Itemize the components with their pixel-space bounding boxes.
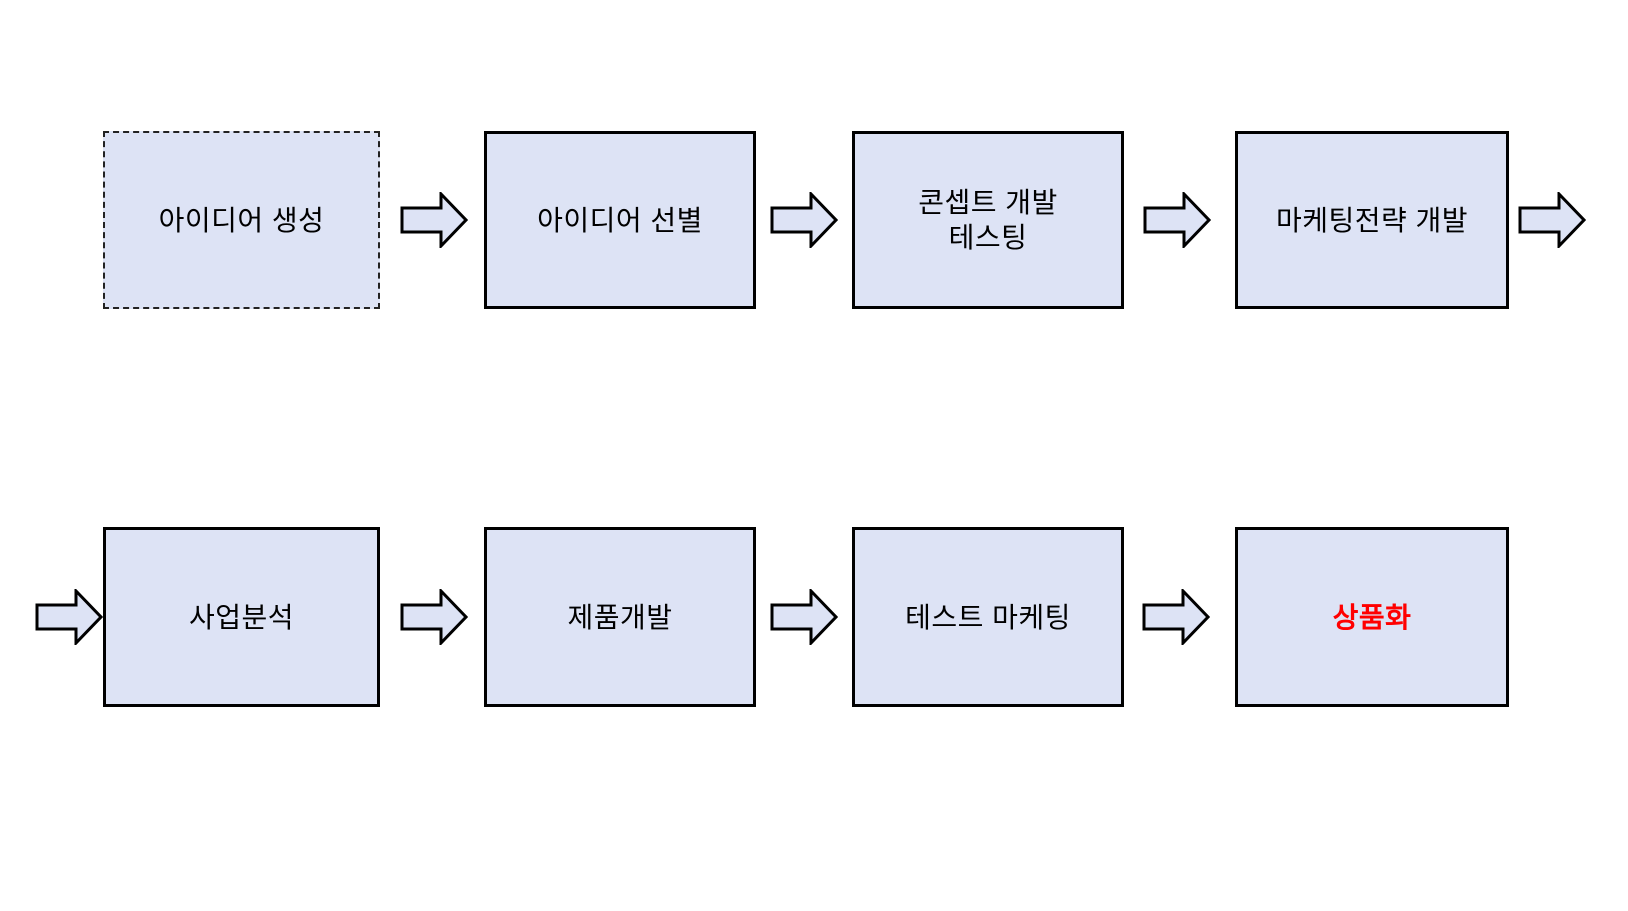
flow-arrow-1-to-2 bbox=[400, 192, 468, 248]
stage-box-product-development: 제품개발 bbox=[484, 527, 756, 707]
flow-arrow-row2-entry bbox=[35, 589, 103, 645]
flow-arrow-6-to-7 bbox=[770, 589, 838, 645]
stage-label-concept-development-testing: 콘셉트 개발 테스팅 bbox=[918, 187, 1058, 253]
stage-box-commercialization: 상품화 bbox=[1235, 527, 1509, 707]
stage-label-product-development: 제품개발 bbox=[567, 601, 673, 633]
flow-arrow-5-to-6 bbox=[400, 589, 468, 645]
stage-label-marketing-strategy-development: 마케팅전략 개발 bbox=[1275, 204, 1469, 236]
flow-arrow-row1-exit bbox=[1518, 192, 1586, 248]
stage-label-test-marketing: 테스트 마케팅 bbox=[905, 601, 1071, 633]
stage-box-concept-development-testing: 콘셉트 개발 테스팅 bbox=[852, 131, 1124, 309]
stage-label-idea-generation: 아이디어 생성 bbox=[158, 204, 325, 236]
stage-box-test-marketing: 테스트 마케팅 bbox=[852, 527, 1124, 707]
stage-label-commercialization: 상품화 bbox=[1332, 601, 1412, 633]
stage-label-business-analysis: 사업분석 bbox=[188, 601, 295, 633]
stage-label-idea-screening: 아이디어 선별 bbox=[537, 204, 703, 236]
stage-box-business-analysis: 사업분석 bbox=[103, 527, 380, 707]
flow-arrow-3-to-4 bbox=[1143, 192, 1211, 248]
stage-box-marketing-strategy-development: 마케팅전략 개발 bbox=[1235, 131, 1509, 309]
stage-box-idea-generation: 아이디어 생성 bbox=[103, 131, 380, 309]
flow-arrow-7-to-8 bbox=[1142, 589, 1210, 645]
flow-arrow-2-to-3 bbox=[770, 192, 838, 248]
stage-box-idea-screening: 아이디어 선별 bbox=[484, 131, 756, 309]
